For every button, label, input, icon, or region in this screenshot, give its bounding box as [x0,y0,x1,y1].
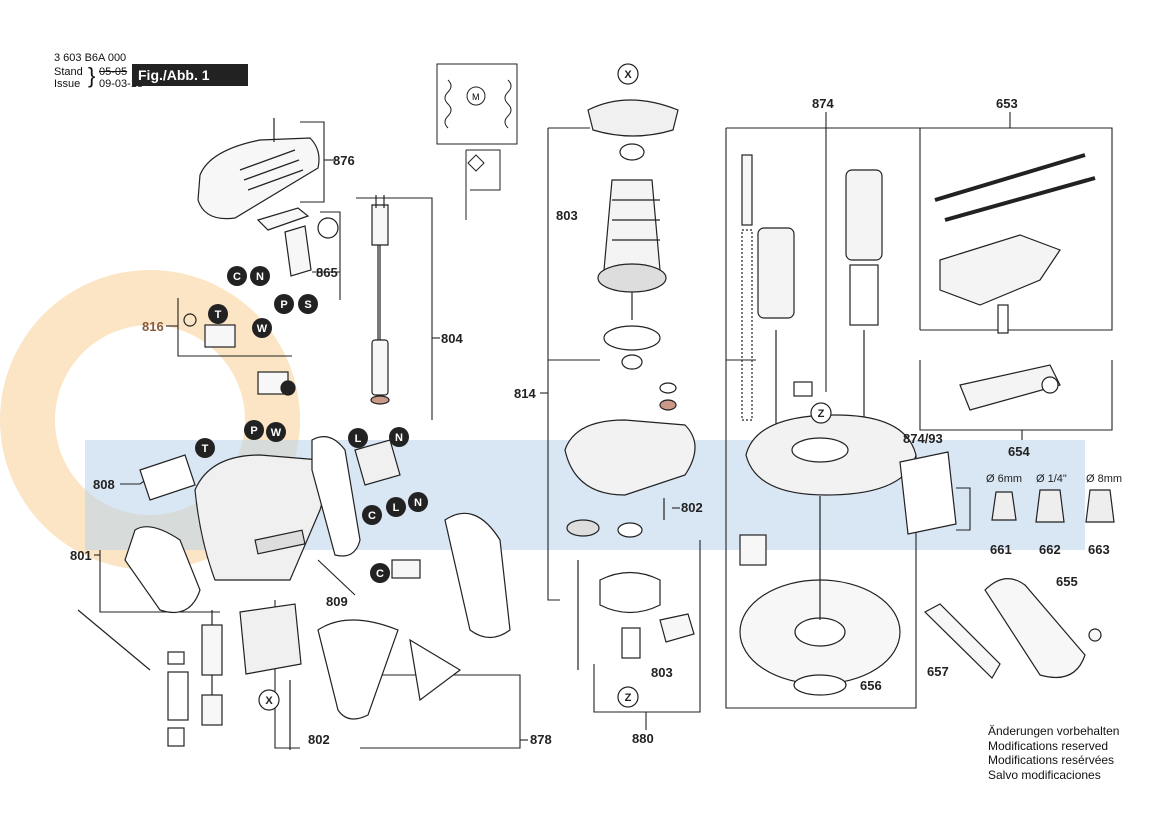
part-label-654: 654 [1008,444,1030,459]
part-label-814: 814 [514,386,536,401]
tag-C: C [368,510,376,522]
tag-N: N [256,271,264,283]
note-de: Änderungen vorbehalten [988,724,1120,738]
base-housing [564,419,696,496]
part-label-662: 662 [1039,542,1061,557]
fan-guide [587,99,679,137]
motor-housing [194,454,326,581]
tag-L: L [355,433,362,445]
tag-T: T [202,443,209,455]
note-fr: Modifications resérvées [988,753,1115,767]
note-es: Salvo modificaciones [988,767,1101,782]
collets [991,489,1115,523]
old-date: 05-05 [99,66,128,78]
circle-tag-labels: C N P S T W T P W L N C L N C X X Z Z [202,69,825,707]
motor-cover [197,137,320,220]
part-label-802: 802 [681,500,703,515]
part-label-876: 876 [333,153,355,168]
part-label-803: 803 [556,208,578,223]
part-label-803: 803 [651,665,673,680]
tag-N: N [395,432,403,444]
tag-W: W [257,323,268,335]
part-label-653: 653 [996,96,1018,111]
part-label-865: 865 [316,265,338,280]
tag-W: W [271,427,282,439]
part-label-878: 878 [530,732,552,747]
parts-accessories [923,578,1102,679]
part-label-655: 655 [1056,574,1078,589]
part-label-808: 808 [93,477,115,492]
tag-C: C [376,568,384,580]
tag-Z: Z [818,408,825,420]
note-en: Modifications reserved [988,738,1109,753]
tag-L: L [393,502,400,514]
part-label-802: 802 [308,732,330,747]
tag-Z: Z [625,692,632,704]
part-label-804: 804 [441,331,463,346]
modification-notes: Änderungen vorbehalten Modifications res… [988,724,1119,782]
collet-size-labels: Ø 6mm Ø 1/4" Ø 8mm [986,473,1122,485]
parts-center [564,99,696,670]
wiring-schematic [436,63,518,220]
figure-label: Fig./Abb. 1 [132,64,248,86]
tag-T: T [215,309,222,321]
tag-P: P [250,425,257,437]
part-label-801: 801 [70,548,92,563]
doc-number: 3 603 B6A 000 [54,52,127,64]
tag-M: M [472,92,480,102]
collet-size-quarter: Ø 1/4" [1036,473,1067,485]
part-labels: 876 865 816 804 808 801 809 802 878 803 … [70,96,1110,747]
circle-tags [195,63,832,711]
tag-P: P [280,299,287,311]
tag-N: N [414,497,422,509]
tag-S: S [304,299,311,311]
collet-size-6mm: Ø 6mm [986,473,1022,485]
part-label-657: 657 [927,664,949,679]
part-label-809: 809 [326,594,348,609]
part-label-661: 661 [990,542,1012,557]
tag-X: X [624,69,632,81]
parts-left [77,118,511,750]
part-label-656: 656 [860,678,882,693]
issue-label: Issue [54,78,81,90]
part-label-880: 880 [632,731,654,746]
armature [603,179,661,271]
collet-size-8mm: Ø 8mm [1086,473,1122,485]
part-label-874: 874 [812,96,834,111]
part-label-874-93: 874/93 [903,431,943,446]
parts-guide [934,153,1096,411]
stand-label: Stand [54,66,83,78]
part-label-663: 663 [1088,542,1110,557]
part-label-816: 816 [142,319,164,334]
tag-X: X [265,695,273,707]
tag-C: C [233,271,241,283]
brace-icon: } [88,63,96,88]
parts-base [739,154,957,696]
